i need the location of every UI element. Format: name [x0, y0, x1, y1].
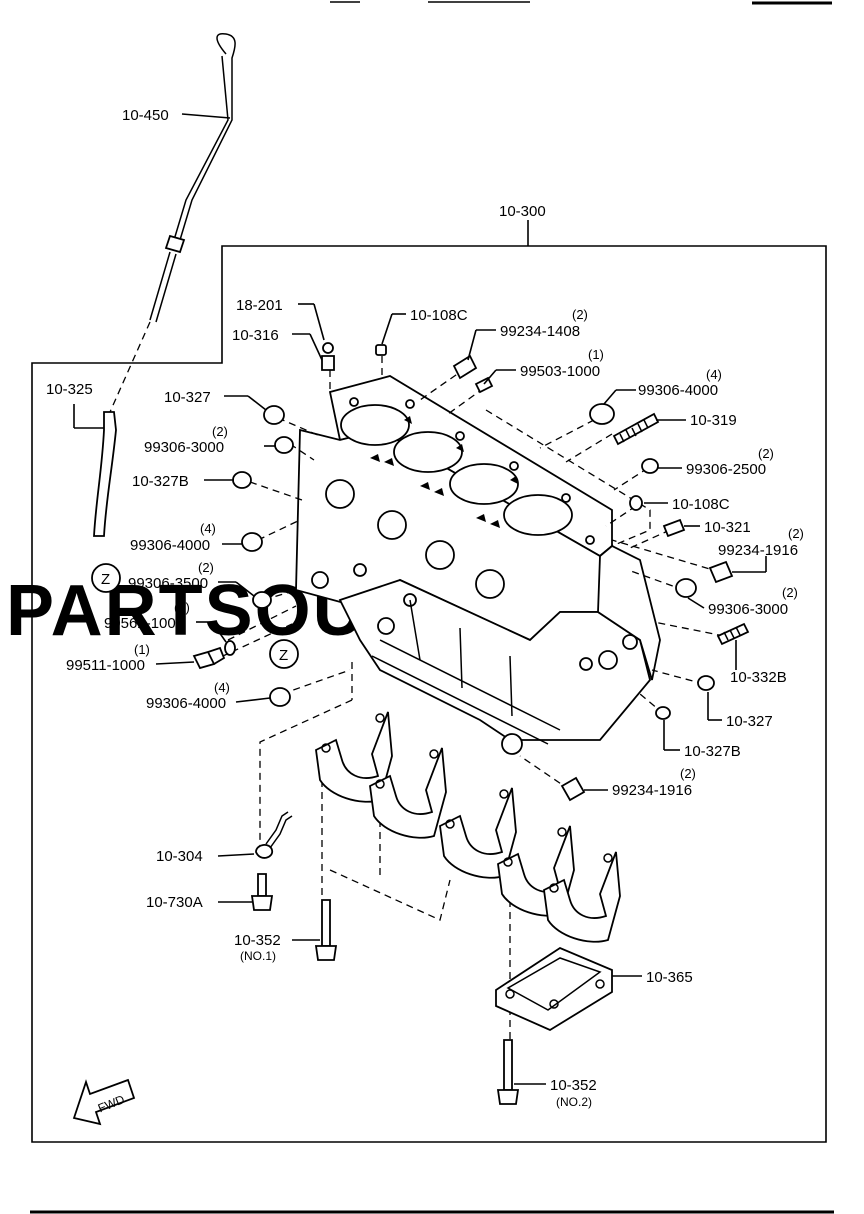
bolt-10-352-no2-part [496, 1039, 520, 1105]
plug-10-327-top-part [263, 405, 285, 425]
qty-plug-99306-4000-top: (4) [706, 367, 722, 382]
qty-dowel-99234-1916-low: (2) [680, 766, 696, 781]
label-plug-10-327b-left: 10-327B [132, 473, 189, 490]
main-bearing-cap-3 [439, 787, 517, 879]
label-pin-99503-1000: 99503-1000 [520, 363, 600, 380]
label-plug-99306-4000-top: 99306-4000 [638, 382, 718, 399]
plug-99306-3000-right-part [675, 578, 697, 598]
qty-plug-99306-4000-low: (4) [214, 680, 230, 695]
stud-10-319-part [612, 412, 660, 446]
label-bolt-99511-1000: 99511-1000 [66, 657, 145, 674]
label-dipstick: 10-450 [122, 107, 169, 124]
label-bolt-10-352-no1: 10-352 [234, 932, 281, 949]
plug-99306-4000-low-part [269, 687, 291, 707]
plug-99306-4000-top-part [589, 403, 615, 425]
main-bearing-cap-2 [369, 747, 447, 839]
label-dipstick-tube: 10-325 [46, 381, 93, 398]
qty-pin-99503-1000: (1) [588, 347, 604, 362]
label-washer-99562-1000: 99562-1000 [104, 615, 184, 632]
label-plug-99306-3000-left: 99306-3000 [144, 439, 224, 456]
label-dowel-10-108c-top: 10-108C [410, 307, 468, 324]
washer-99562-1000-part [224, 640, 236, 656]
label-girdle-10-365: 10-365 [646, 969, 693, 986]
label-stud-10-319: 10-319 [690, 412, 737, 429]
label-jet-10-304: 10-304 [156, 848, 203, 865]
bolt-10-321-part [662, 518, 686, 538]
dipstick [109, 32, 236, 413]
label-bolt-10-730a: 10-730A [146, 894, 203, 911]
label-plug-99306-3500: 99306-3500 [128, 575, 208, 592]
label-plug-99306-4000-low: 99306-4000 [146, 695, 226, 712]
label-plug-99306-2500: 99306-2500 [686, 461, 766, 478]
label-dowel-99234-1408: 99234-1408 [500, 323, 580, 340]
leader-lines [155, 303, 767, 1085]
label-stud-10-332b: 10-332B [730, 669, 787, 686]
label-dowel-10-108c-right: 10-108C [672, 496, 730, 513]
zone-marker-left: Z [91, 563, 121, 593]
qty-bolt-99511-1000: (1) [134, 642, 150, 657]
plug-10-327b-left-part [232, 471, 252, 489]
dowel-99234-1408-part [452, 354, 478, 380]
label-plug-99306-4000-left: 99306-4000 [130, 537, 210, 554]
header-fragment [330, 1, 832, 5]
assembly-label: 10-300 [499, 203, 546, 220]
plug-99306-3000-left-part [274, 436, 294, 454]
qty-washer-99562-1000: (1) [174, 600, 190, 615]
plug-18-201-part [321, 342, 335, 371]
label-plug-10-327-right: 10-327 [726, 713, 773, 730]
dipstick-tube [93, 411, 117, 537]
label-bolt-10-352-no2: 10-352 [550, 1077, 597, 1094]
bolt-10-352-no1-part [314, 899, 338, 961]
label-dowel-99234-1916-low: 99234-1916 [612, 782, 692, 799]
label-plug-10-327b-right: 10-327B [684, 743, 741, 760]
qty-plug-99306-2500: (2) [758, 446, 774, 461]
assembly-dashed-lines [209, 356, 725, 1040]
qty-plug-99306-3500: (2) [198, 560, 214, 575]
qty-dowel-99234-1408: (2) [572, 307, 588, 322]
pin-99503-1000-part [474, 376, 494, 394]
sub-bolt-10-352-no1: (NO.1) [240, 949, 276, 963]
stud-10-332b-part [716, 622, 750, 646]
qty-dowel-99234-1916-right: (2) [788, 526, 804, 541]
dowel-10-108c-right-part [629, 495, 643, 511]
label-dowel-99234-1916-right: 99234-1916 [718, 542, 798, 559]
dowel-10-108c-top-part [375, 344, 387, 356]
plug-99306-4000-left-part [241, 532, 263, 552]
label-plug-99306-3000-right: 99306-3000 [708, 601, 788, 618]
qty-plug-99306-3000-left: (2) [212, 424, 228, 439]
main-bearing-cap-1 [315, 711, 393, 803]
label-plug-10-327-top: 10-327 [164, 389, 211, 406]
bolt-10-730a-part [250, 873, 274, 911]
label-plug-18-201: 18-201 [236, 297, 283, 314]
plug-99306-2500-part [641, 458, 659, 474]
assembly-boundary [31, 245, 827, 1143]
cylinder-block [295, 375, 661, 755]
bolt-99511-1000-part [192, 646, 226, 670]
svg-text:Z: Z [101, 571, 110, 588]
qty-plug-99306-3000-right: (2) [782, 585, 798, 600]
plug-10-327-right-part [697, 675, 715, 691]
zone-marker-center: Z [269, 639, 299, 669]
qty-plug-99306-4000-left: (4) [200, 521, 216, 536]
plug-10-327b-right-part [655, 706, 671, 720]
fwd-arrow-icon: FWD [72, 1078, 136, 1126]
main-bearing-girdle [495, 946, 613, 1032]
label-bolt-10-321: 10-321 [704, 519, 751, 536]
dowel-99234-1916-low-part [560, 776, 586, 802]
dowel-99234-1916-right-part [708, 560, 734, 584]
label-seal-10-316: 10-316 [232, 327, 279, 344]
svg-text:Z: Z [279, 647, 288, 664]
plug-99306-3500-part [252, 591, 272, 609]
main-bearing-cap-5 [543, 851, 621, 943]
sub-bolt-10-352-no2: (NO.2) [556, 1095, 592, 1109]
part-labels: 10-450 10-325 18-201 10-316 10-108C (2) … [46, 107, 804, 1109]
oil-jet [255, 811, 293, 859]
